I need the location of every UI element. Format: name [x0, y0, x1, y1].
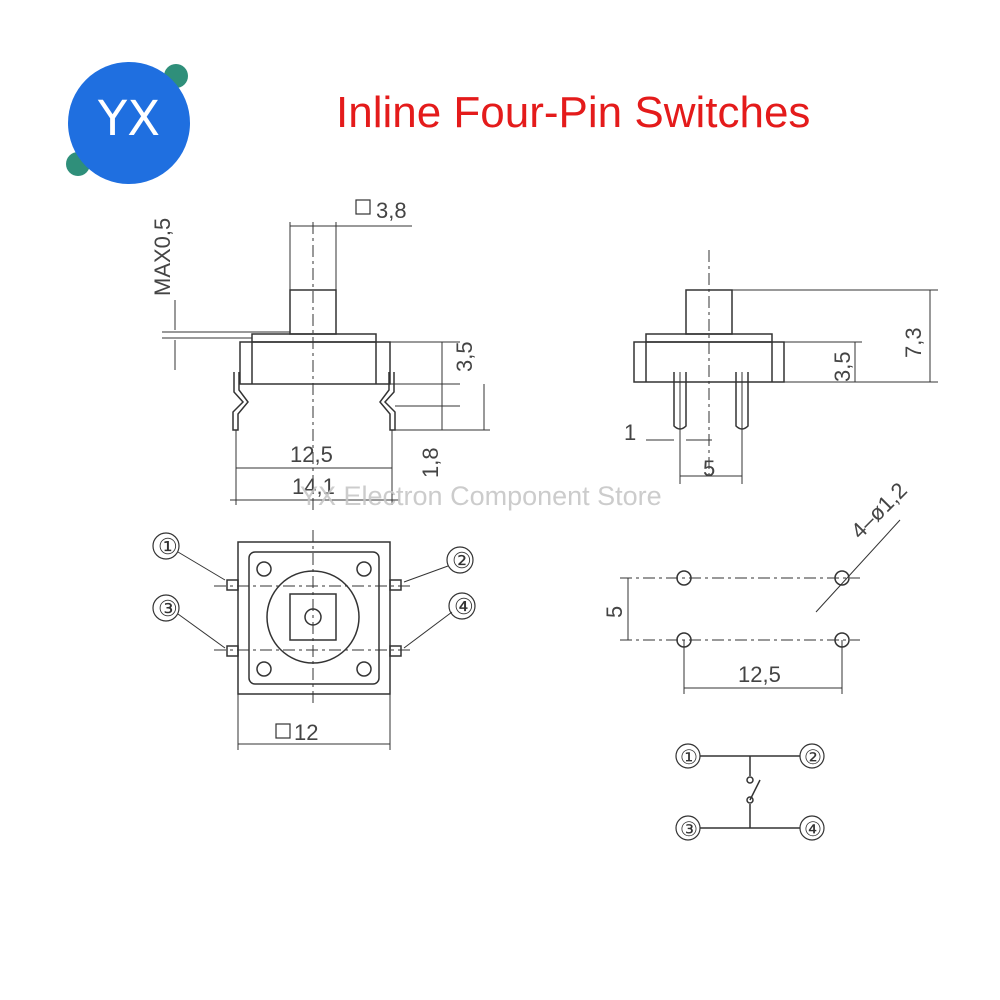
dim-pin-width: 1 [624, 420, 636, 445]
schematic-pin-2: ② [804, 747, 822, 769]
dim-max-travel: MAX0,5 [150, 218, 175, 296]
dim-cap-square: 3,8 [376, 198, 407, 223]
dim-side-height: 3,5 [830, 351, 855, 382]
dim-hole-dia: 4–ø1,2 [846, 477, 912, 543]
pin-label-4: ④ [454, 594, 474, 619]
dim-pin-height: 1,8 [418, 447, 443, 478]
logo-icon [66, 62, 190, 184]
pin-label-2: ② [452, 548, 472, 573]
side-view [633, 250, 938, 484]
schematic-pin-3: ③ [680, 819, 698, 841]
dim-hole-pitch-h: 12,5 [738, 662, 781, 687]
dim-total-height: 7,3 [901, 327, 926, 358]
dim-body-height: 3,5 [452, 341, 477, 372]
logo-text: YX [97, 91, 161, 147]
page-title: Inline Four-Pin Switches [336, 88, 811, 137]
dim-pin-span: 12,5 [290, 442, 333, 467]
top-view [152, 530, 476, 750]
hole-layout [620, 519, 901, 694]
pin-label-3: ③ [158, 596, 178, 621]
dim-total-width: 14,1 [292, 474, 335, 499]
store-watermark: YX Electron Component Store [300, 481, 662, 511]
schematic-pin-4: ④ [804, 819, 822, 841]
pin-label-1: ① [158, 534, 178, 559]
dim-side-pitch: 5 [703, 456, 715, 481]
dim-hole-pitch-v: 5 [602, 606, 627, 618]
front-view [162, 199, 490, 512]
schematic [675, 743, 825, 841]
dim-body-square: 12 [294, 720, 318, 745]
schematic-pin-1: ① [680, 747, 698, 769]
